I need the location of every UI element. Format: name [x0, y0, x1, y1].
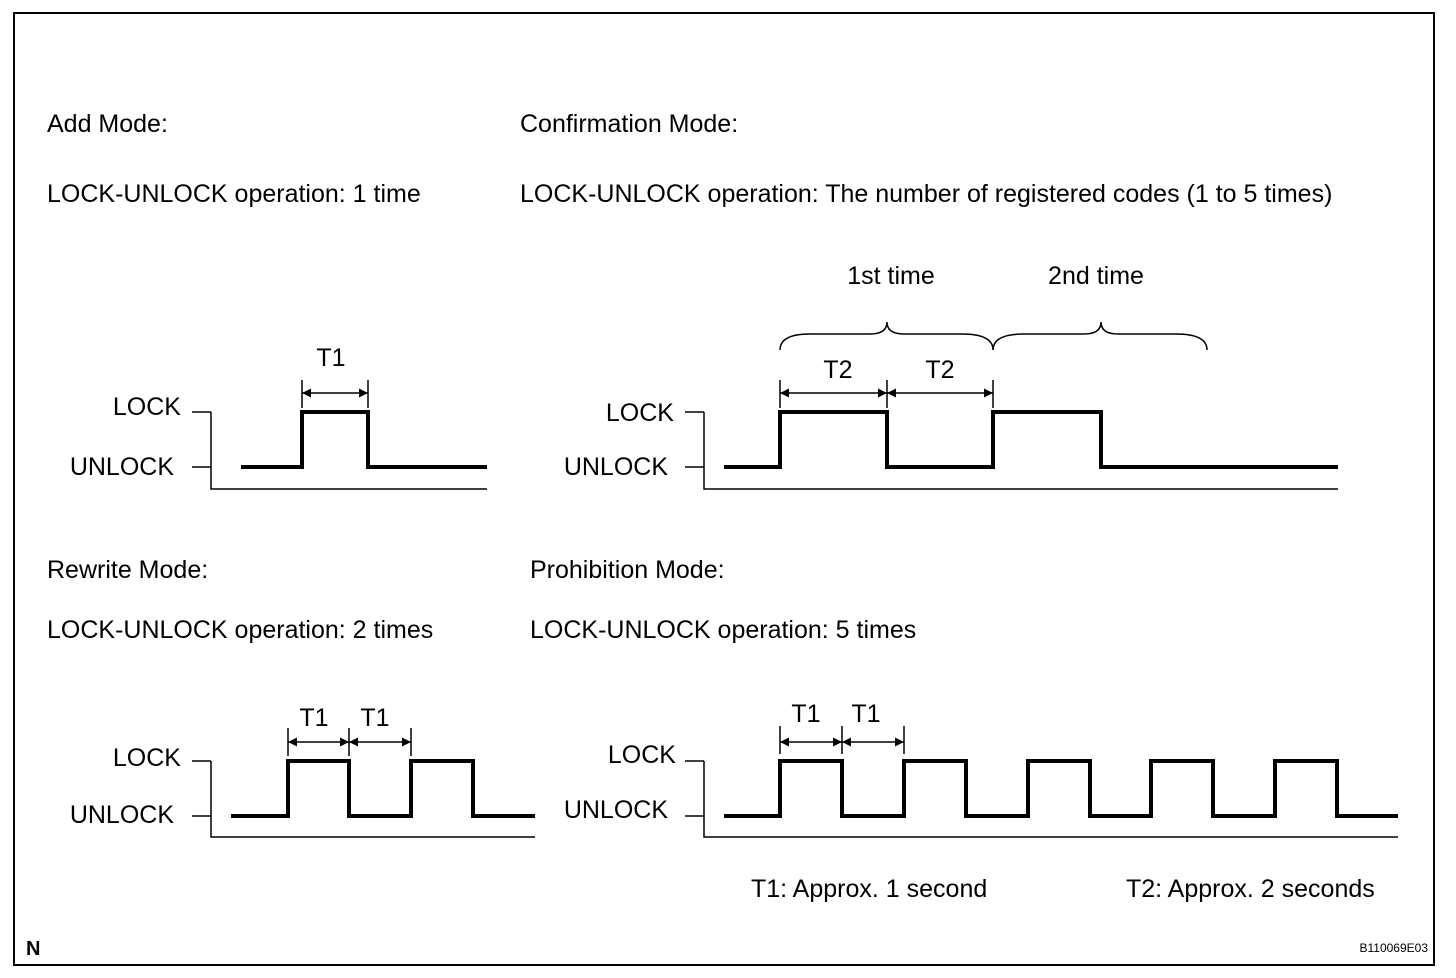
note-t1: T1: Approx. 1 second — [751, 875, 987, 903]
rewrite-axis — [192, 760, 535, 838]
add-mode-panel: Add Mode: LOCK-UNLOCK operation: 1 time … — [47, 110, 487, 490]
prohibition-mode-operation: LOCK-UNLOCK operation: 5 times — [530, 616, 916, 644]
confirmation-mode-operation: LOCK-UNLOCK operation: The number of reg… — [520, 180, 1332, 208]
brace-label-1st-time: 1st time — [847, 262, 935, 290]
add-mode-title: Add Mode: — [47, 110, 168, 138]
rewrite-interval-t1-second: T1 — [349, 704, 412, 756]
rewrite-mode-panel: Rewrite Mode: LOCK-UNLOCK operation: 2 t… — [47, 556, 535, 838]
add-axis — [192, 411, 487, 490]
confirmation-mode-title: Confirmation Mode: — [520, 110, 738, 138]
prohibition-interval-t1-first: T1 — [779, 700, 843, 754]
add-unlock-label: UNLOCK — [70, 453, 175, 481]
confirmation-interval-label-2: T2 — [925, 356, 954, 384]
figure-frame — [13, 12, 1435, 966]
confirmation-interval-t2-first: T2 — [779, 356, 888, 408]
prohibition-mode-panel: Prohibition Mode: LOCK-UNLOCK operation:… — [530, 556, 1398, 838]
rewrite-interval-label-1: T1 — [299, 704, 328, 732]
note-t2: T2: Approx. 2 seconds — [1126, 875, 1375, 903]
confirmation-mode-panel: Confirmation Mode: LOCK-UNLOCK operation… — [520, 110, 1338, 490]
add-interval-label: T1 — [316, 344, 345, 372]
add-lock-label: LOCK — [113, 393, 181, 421]
add-interval-t1: T1 — [301, 344, 369, 408]
prohibition-mode-title: Prohibition Mode: — [530, 556, 725, 584]
prohibition-interval-label-1: T1 — [791, 700, 820, 728]
rewrite-lock-label: LOCK — [113, 744, 181, 772]
confirmation-braces: 1st time 2nd time — [779, 262, 1208, 351]
prohibition-axis — [685, 760, 1398, 838]
brace-label-2nd-time: 2nd time — [1048, 262, 1144, 290]
prohibition-lock-label: LOCK — [608, 741, 676, 769]
corner-mark: N — [26, 938, 40, 960]
rewrite-signal-waveform — [231, 759, 535, 818]
confirmation-signal-waveform — [724, 410, 1338, 469]
confirmation-interval-label-1: T2 — [823, 356, 852, 384]
rewrite-unlock-label: UNLOCK — [70, 801, 175, 829]
brace-1st-time — [779, 321, 994, 351]
confirmation-unlock-label: UNLOCK — [564, 453, 669, 481]
confirmation-lock-label: LOCK — [606, 399, 674, 427]
add-signal-waveform — [241, 410, 487, 469]
confirmation-axis — [685, 411, 1338, 490]
rewrite-mode-operation: LOCK-UNLOCK operation: 2 times — [47, 616, 433, 644]
add-mode-operation: LOCK-UNLOCK operation: 1 time — [47, 180, 421, 208]
prohibition-interval-t1-second: T1 — [842, 700, 905, 754]
confirmation-interval-t2-second: T2 — [887, 356, 994, 408]
prohibition-unlock-label: UNLOCK — [564, 796, 669, 824]
brace-2nd-time — [992, 321, 1208, 351]
prohibition-signal-waveform — [724, 759, 1398, 818]
rewrite-interval-label-2: T1 — [360, 704, 389, 732]
rewrite-interval-t1-first: T1 — [287, 704, 350, 756]
prohibition-interval-label-2: T1 — [851, 700, 880, 728]
figure-code: B110069E03 — [1359, 941, 1428, 955]
rewrite-mode-title: Rewrite Mode: — [47, 556, 208, 584]
